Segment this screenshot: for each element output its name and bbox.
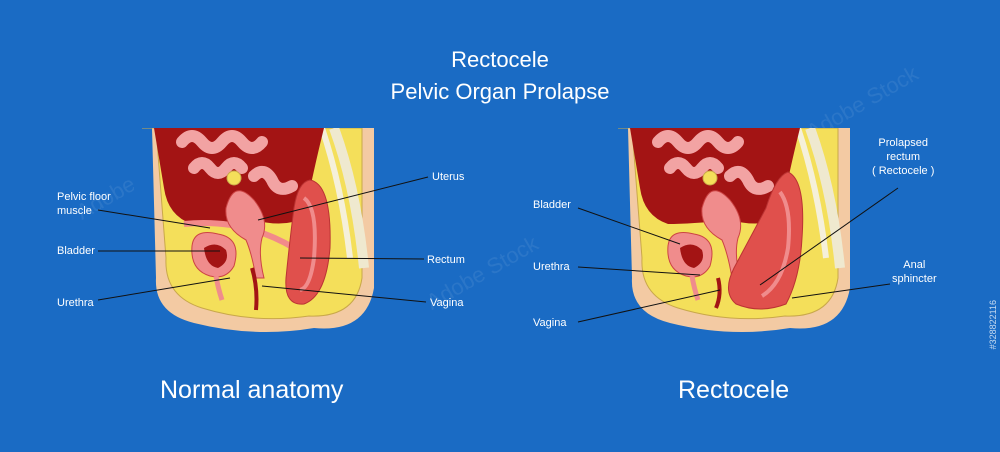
uterus xyxy=(225,190,266,279)
caption-normal-anatomy: Normal anatomy xyxy=(160,376,344,404)
normal-anatomy-illustration xyxy=(134,128,374,352)
label-rectum: Rectum xyxy=(427,254,465,266)
label-anal-sphincter: Anal sphincter xyxy=(892,259,937,285)
label-vagina: Vagina xyxy=(533,317,567,329)
label-urethra: Urethra xyxy=(57,297,94,309)
rectocele-illustration xyxy=(610,128,850,352)
page-title: Rectocele xyxy=(451,47,549,72)
label-uterus: Uterus xyxy=(432,171,465,183)
label-bladder: Bladder xyxy=(533,199,571,211)
vagina xyxy=(250,267,259,311)
label-urethra: Urethra xyxy=(533,261,570,273)
caption-rectocele: Rectocele xyxy=(678,376,790,404)
label-prolapsed-rectum: Prolapsed rectum ( Rectocele ) xyxy=(872,137,935,177)
label-bladder: Bladder xyxy=(57,245,95,257)
stock-id: #328822116 xyxy=(988,300,998,350)
label-vagina: Vagina xyxy=(430,297,464,309)
uterus xyxy=(701,190,742,279)
page-subtitle: Pelvic Organ Prolapse xyxy=(390,79,610,104)
label-pelvic-floor-muscle: Pelvic floor muscle xyxy=(57,191,111,217)
